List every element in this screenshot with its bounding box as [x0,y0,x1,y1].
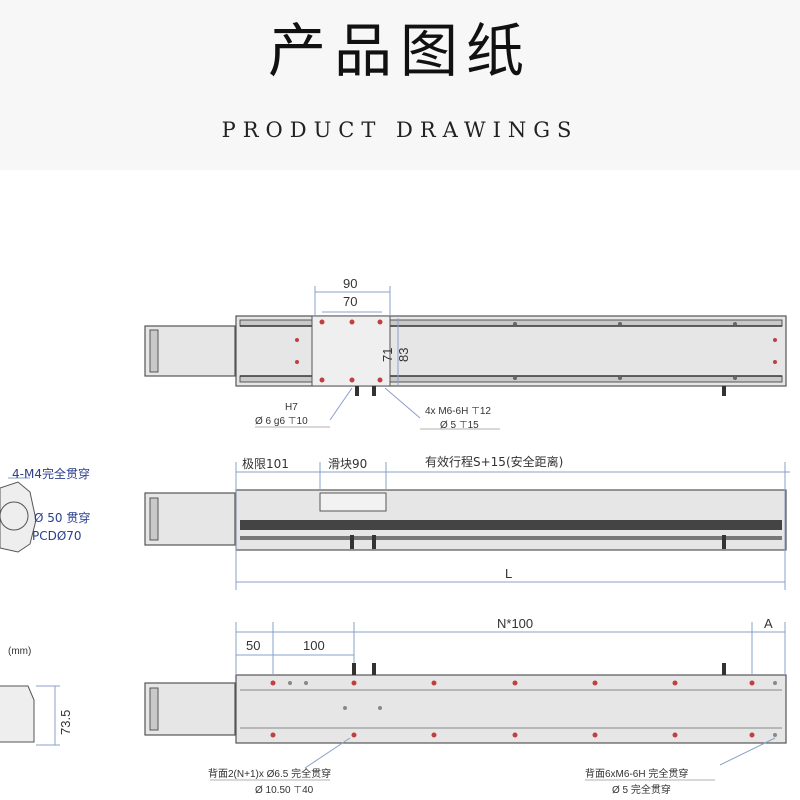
dim-90: 90 [343,276,357,291]
dim-83: 83 [396,348,411,362]
top-view: 90 70 71 83 H7 Ø 6 g6 ⊤10 4x M6-6H ⊤12 Ø… [144,276,787,431]
label-n-pitch: N*100 [497,616,533,631]
label-limit: 极限101 [242,457,289,471]
label-dim-50: 50 [246,638,260,653]
label-counterbore: Ø 10.50 ⊤40 [255,785,314,796]
top-motor [144,325,236,377]
label-tapped-holes: 4-M4完全贯穿 [12,466,90,481]
label-dim-73-5: 73.5 [58,710,73,735]
bottom-view: N*100 A 50 100 背面2(N+1)x Ø6.5 完全贯穿 Ø 10.… [144,616,787,796]
label-length: L [505,566,512,581]
label-h7: H7 [285,402,298,413]
label-pin-hole: Ø 6 g6 ⊤10 [255,416,308,427]
dim-70: 70 [343,294,357,309]
label-pcd: PCDØ70 [32,529,82,543]
top-slider [311,315,391,387]
technical-drawing: 90 70 71 83 H7 Ø 6 g6 ⊤10 4x M6-6H ⊤12 Ø… [0,276,790,796]
end-view: (mm) 73.5 [0,646,73,746]
page-title-cn: 产品图纸 [267,17,532,85]
dim-71: 71 [380,348,395,362]
bottom-hole-pattern [270,680,777,738]
label-stroke: 有效行程S+15(安全距离) [425,454,563,469]
header-banner: 产品图纸 PRODUCT DRAWINGS [0,0,800,170]
label-slider: 滑块90 [328,457,367,471]
side-slider [319,492,387,512]
label-bore: Ø 50 贯穿 [34,510,90,525]
label-back-thread-hole: Ø 5 完全贯穿 [612,783,671,796]
bottom-module-body [235,674,787,744]
bottom-motor [144,682,236,736]
label-thread-spec: 4x M6-6H ⊤12 [425,406,491,417]
label-back-holes: 背面2(N+1)x Ø6.5 完全贯穿 [208,767,331,780]
label-thread-hole: Ø 5 ⊤15 [440,420,479,431]
label-dim-a: A [764,616,773,631]
label-dim-100: 100 [303,638,325,653]
flange-view: 4-M4完全贯穿 Ø 50 贯穿 PCDØ70 [0,466,90,553]
label-unit: (mm) [8,646,31,657]
side-view: 极限101 滑块90 有效行程S+15(安全距离) L [144,454,790,590]
label-back-threads: 背面6xM6-6H 完全贯穿 [585,767,688,780]
page-title-en: PRODUCT DRAWINGS [221,118,579,142]
side-motor [144,492,236,546]
